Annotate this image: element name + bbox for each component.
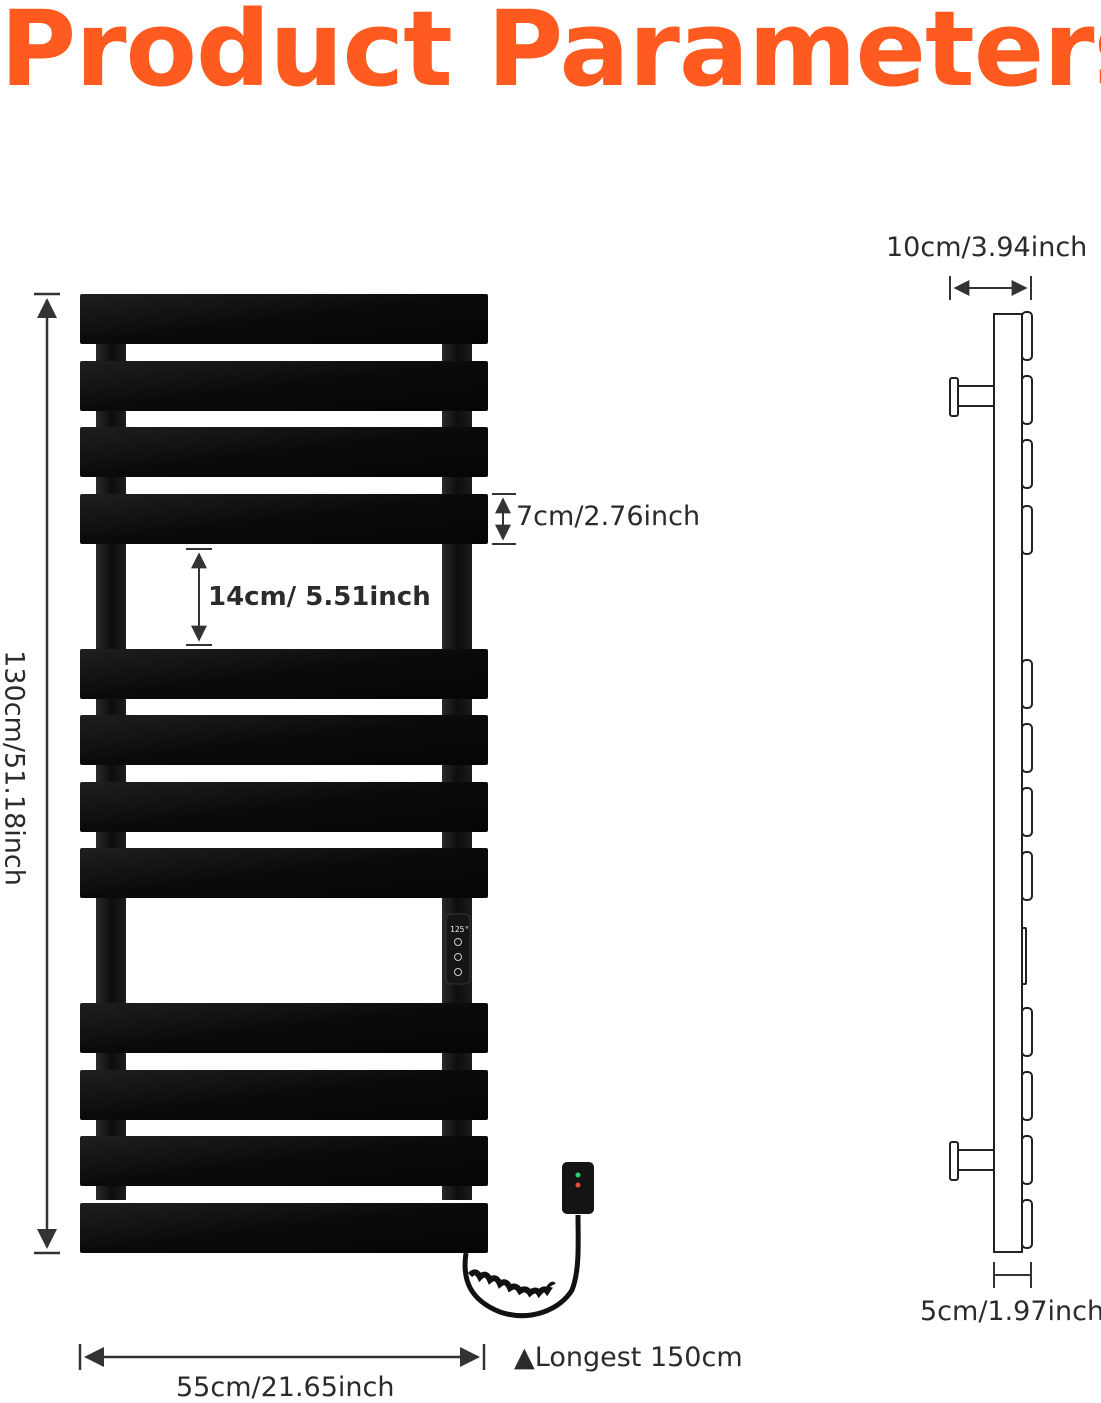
height-dimension bbox=[34, 292, 60, 1255]
control-panel: 125° bbox=[445, 913, 471, 985]
towel-bar bbox=[80, 782, 488, 832]
wall-bracket bbox=[949, 377, 959, 417]
height-label: 130cm/51.18inch bbox=[0, 650, 30, 886]
width-dimension bbox=[78, 1344, 486, 1370]
towel-bar bbox=[80, 715, 488, 765]
towel-bar bbox=[80, 361, 488, 411]
towel-bars bbox=[80, 294, 488, 1253]
radiator-front-view: 125° bbox=[80, 294, 594, 1318]
towel-bar bbox=[80, 294, 488, 344]
towel-bar bbox=[80, 1003, 488, 1053]
towel-bar bbox=[80, 427, 488, 477]
depth-label: 10cm/3.94inch bbox=[886, 232, 1088, 263]
cable-length-label: ▲Longest 150cm bbox=[514, 1342, 743, 1373]
plug-box bbox=[562, 1162, 594, 1214]
width-label: 55cm/21.65inch bbox=[176, 1372, 395, 1403]
gap-label: 14cm/ 5.51inch bbox=[208, 582, 431, 612]
temperature-display: 125° bbox=[450, 925, 469, 934]
wall-bracket-arm bbox=[957, 1149, 995, 1171]
gap-dimension bbox=[186, 548, 212, 646]
thickness-dimension bbox=[993, 1262, 1032, 1288]
towel-bar bbox=[80, 1203, 488, 1253]
timer-icon bbox=[454, 968, 462, 976]
bar-height-label: 7cm/2.76inch bbox=[516, 501, 701, 532]
towel-bar bbox=[80, 649, 488, 699]
power-cable bbox=[462, 1162, 594, 1318]
towel-bar bbox=[80, 1070, 488, 1120]
side-post bbox=[993, 313, 1023, 1253]
bar-height-dimension bbox=[492, 493, 516, 545]
depth-dimension bbox=[949, 276, 1032, 300]
page-title: Product Parameters bbox=[0, 0, 1101, 110]
towel-bar bbox=[80, 1136, 488, 1186]
radiator-side-view bbox=[949, 311, 1033, 1253]
temperature-icon bbox=[454, 953, 462, 961]
towel-bar bbox=[80, 848, 488, 898]
wall-bracket bbox=[949, 1141, 959, 1181]
towel-bar bbox=[80, 494, 488, 544]
power-icon bbox=[454, 938, 462, 946]
wall-bracket-arm bbox=[957, 385, 995, 407]
thickness-label: 5cm/1.97inch bbox=[920, 1296, 1101, 1327]
